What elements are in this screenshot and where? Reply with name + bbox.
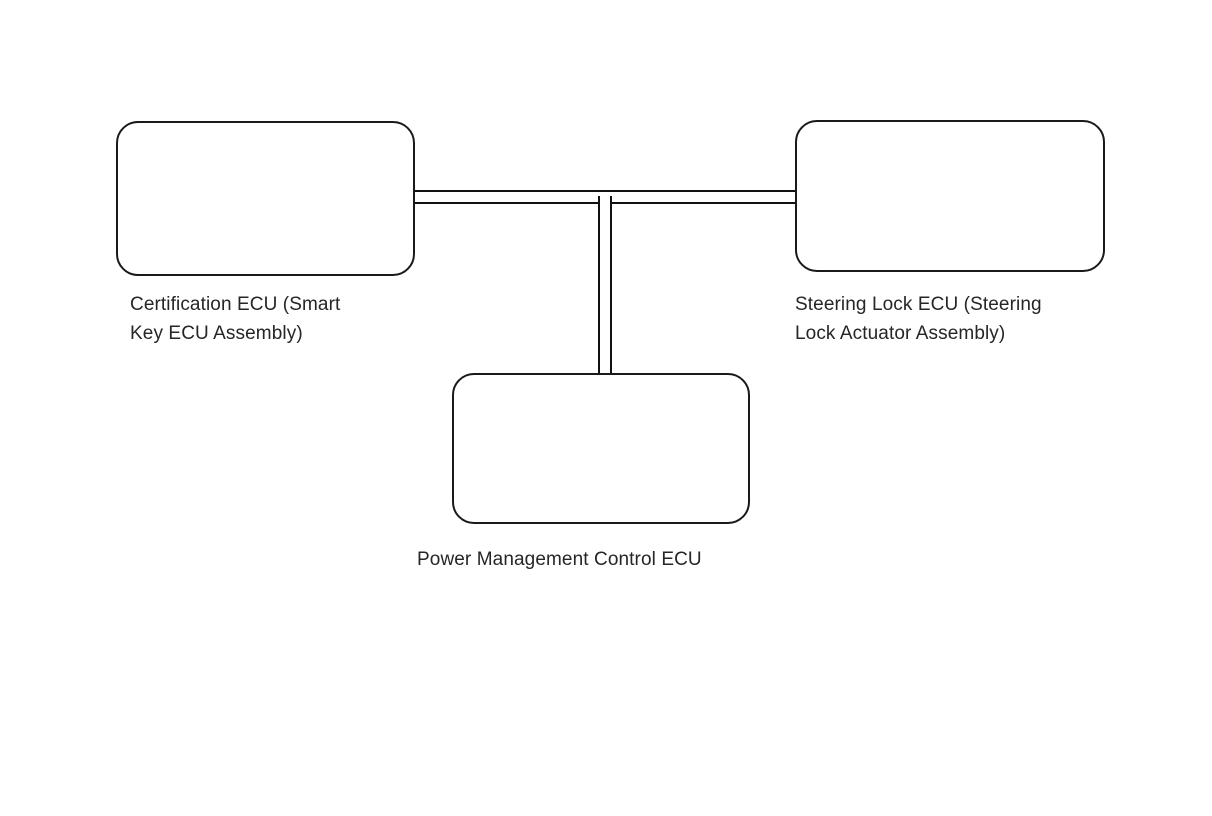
node-label-power-management-control-ecu: Power Management Control ECU: [417, 549, 702, 570]
bus-line-vertical: [598, 196, 612, 375]
bus-t-junction: [600, 198, 610, 208]
node-steering-lock-ecu[interactable]: [795, 120, 1105, 272]
node-certification-ecu[interactable]: [116, 121, 415, 276]
node-label-certification-ecu: Certification ECU (Smart Key ECU Assembl…: [130, 294, 341, 344]
node-power-management-control-ecu[interactable]: [452, 373, 750, 524]
node-label-steering-lock-ecu: Steering Lock ECU (Steering Lock Actuato…: [795, 294, 1042, 344]
